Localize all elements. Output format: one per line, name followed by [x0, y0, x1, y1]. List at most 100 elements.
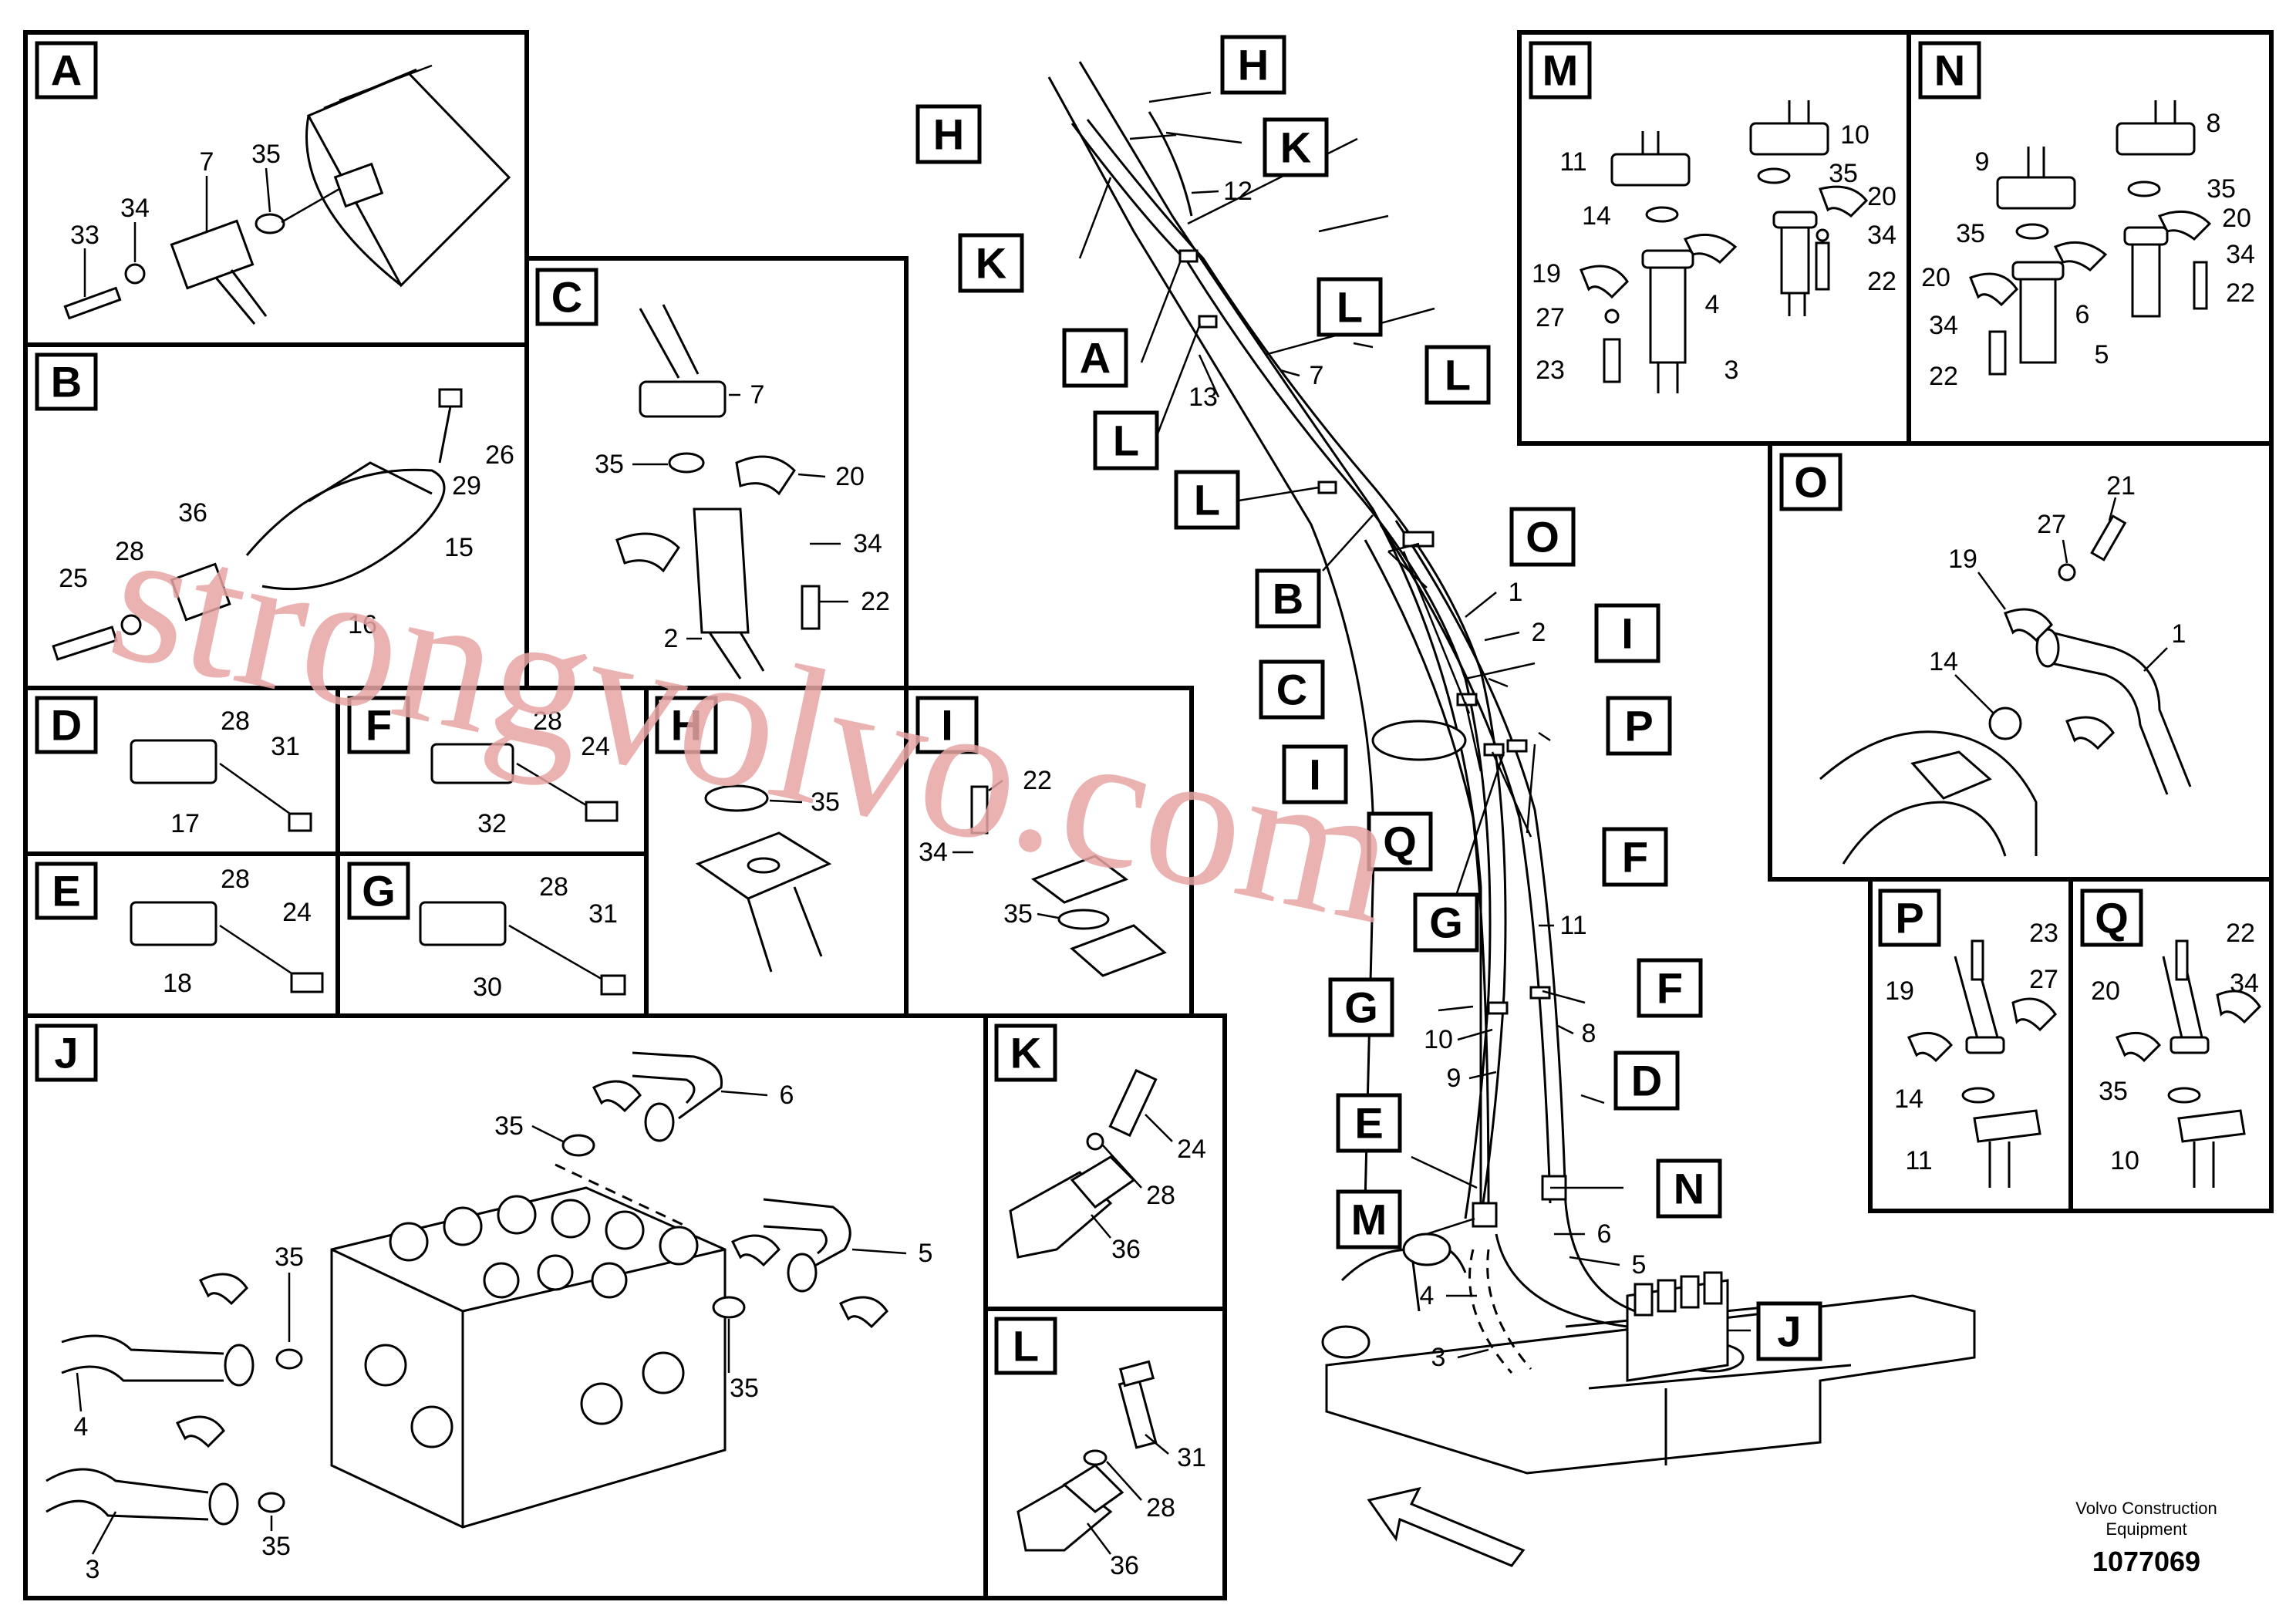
label-l-28: 28: [1146, 1493, 1175, 1523]
panel-p-tag: P: [1895, 894, 1923, 943]
label-m-23: 23: [1536, 356, 1565, 385]
label-j-35c: 35: [730, 1374, 759, 1403]
panel-d-tag: D: [51, 701, 82, 750]
panel-q: Q 22 20 34 35 10: [2068, 877, 2274, 1213]
label-o-1: 1: [2172, 619, 2186, 649]
label-p-11: 11: [1905, 1146, 1932, 1175]
label-k-28: 28: [1146, 1181, 1175, 1210]
tag-main-f-upper: F: [1622, 833, 1648, 882]
label-p-23: 23: [2029, 919, 2058, 948]
panel-n-tag: N: [1934, 46, 1965, 95]
label-b-29: 29: [452, 471, 481, 501]
panel-q-tag: Q: [2095, 894, 2129, 943]
label-j-4: 4: [74, 1412, 89, 1442]
label-n-5: 5: [2095, 340, 2109, 369]
valve-spools: [364, 1195, 699, 1448]
tag-main-l-4: L: [1194, 476, 1220, 524]
label-g-31: 31: [588, 899, 618, 929]
label-j-35a: 35: [494, 1111, 524, 1141]
tag-main-h-left: H: [933, 110, 964, 159]
tag-main-i-left: I: [1309, 750, 1321, 799]
tag-main-f-lower: F: [1657, 964, 1683, 1013]
label-h-35: 35: [811, 787, 840, 817]
label-m-19: 19: [1532, 259, 1561, 288]
label-n-6: 6: [2075, 300, 2090, 329]
panel-l-tag: L: [1013, 1322, 1039, 1371]
label-main-9: 9: [1447, 1064, 1462, 1093]
label-m-3: 3: [1725, 356, 1739, 385]
tag-main-k-right: K: [1280, 123, 1311, 172]
label-f-24: 24: [581, 732, 610, 761]
tag-main-l-2: L: [1113, 416, 1139, 465]
label-m-34: 34: [1867, 221, 1896, 250]
panel-a-tag: A: [51, 46, 82, 95]
label-a-7: 7: [200, 147, 214, 177]
label-c-2: 2: [664, 624, 679, 653]
label-d-28: 28: [221, 706, 250, 736]
panel-f-tag: F: [366, 701, 392, 750]
label-c-22: 22: [861, 587, 890, 616]
label-n-34a: 34: [2226, 240, 2255, 269]
label-j-35b: 35: [275, 1243, 304, 1272]
label-q-34: 34: [2230, 969, 2259, 998]
tag-main-g-upper: G: [1429, 899, 1463, 947]
label-q-10: 10: [2110, 1146, 2139, 1175]
panel-c-tag: C: [551, 273, 582, 322]
panel-k-tag: K: [1010, 1029, 1041, 1077]
tag-main-l-1: L: [1337, 283, 1363, 332]
tag-main-b: B: [1273, 575, 1303, 623]
panel-e: E 28 24 18: [23, 851, 340, 1018]
label-k-36: 36: [1111, 1235, 1141, 1264]
panel-e-tag: E: [52, 867, 80, 916]
label-i-35: 35: [1003, 899, 1033, 929]
tag-main-i-right: I: [1621, 609, 1633, 658]
main-assembly: 12 13 7 1 2 11 8 10 9 6 5 4 3: [1047, 61, 1976, 1567]
panel-b: B 26 29 15 36 28 25 16: [23, 342, 529, 690]
panel-d: D 28 31 17: [23, 686, 340, 856]
label-d-31: 31: [271, 732, 300, 761]
label-main-2: 2: [1532, 618, 1546, 647]
label-o-19: 19: [1948, 545, 1977, 574]
label-a-35: 35: [251, 140, 281, 169]
label-n-34b: 34: [1929, 311, 1958, 340]
label-main-5: 5: [1632, 1250, 1647, 1280]
panel-b-tag: B: [51, 358, 82, 406]
panel-a: A 7 35 33 34: [23, 30, 529, 347]
tag-main-g-lower: G: [1344, 983, 1378, 1032]
label-main-7: 7: [1310, 361, 1324, 390]
label-m-35: 35: [1829, 159, 1858, 188]
label-main-10: 10: [1424, 1025, 1453, 1054]
panel-k: K 24 28 36: [983, 1013, 1227, 1311]
label-o-14: 14: [1929, 647, 1958, 676]
label-main-4: 4: [1420, 1281, 1435, 1310]
tag-main-o: O: [1526, 513, 1559, 561]
panel-o-tag: O: [1794, 458, 1828, 507]
panel-j-tag: J: [54, 1029, 78, 1077]
label-c-35: 35: [595, 450, 624, 479]
label-c-20: 20: [835, 462, 865, 491]
panel-i-tag: I: [941, 701, 953, 750]
label-main-12: 12: [1223, 177, 1253, 206]
label-o-21: 21: [2106, 471, 2136, 501]
label-main-8: 8: [1582, 1019, 1596, 1048]
label-c-7: 7: [750, 380, 765, 410]
footer: Volvo Construction Equipment 1077069: [2075, 1499, 2217, 1577]
label-a-34: 34: [120, 194, 150, 223]
label-e-24: 24: [282, 898, 312, 927]
label-n-22b: 22: [1929, 362, 1958, 391]
label-m-22: 22: [1867, 267, 1896, 296]
label-a-33: 33: [70, 221, 99, 250]
panel-m: M 10 11 35 20 14 34 19 22 4 27 23 3: [1517, 30, 1911, 446]
tag-main-c: C: [1276, 666, 1307, 714]
label-e-18: 18: [163, 969, 192, 998]
tag-main-d: D: [1631, 1057, 1662, 1105]
tag-main-l-3: L: [1445, 351, 1471, 400]
panel-h-tag: H: [671, 701, 702, 750]
footer-company-line2: Equipment: [2106, 1519, 2186, 1539]
label-j-6: 6: [780, 1081, 794, 1110]
label-main-11: 11: [1559, 911, 1586, 940]
label-l-31: 31: [1177, 1443, 1206, 1472]
label-j-3: 3: [86, 1555, 100, 1584]
label-n-9: 9: [1975, 147, 1990, 177]
